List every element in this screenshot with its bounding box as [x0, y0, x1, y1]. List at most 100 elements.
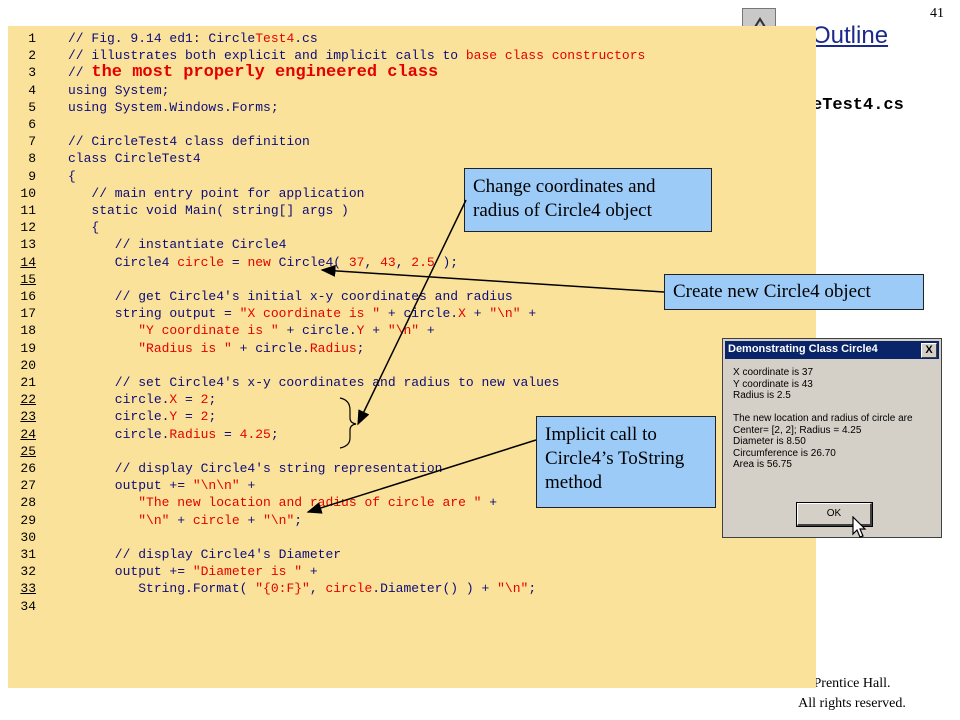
- line-number: 31: [20, 547, 36, 562]
- line-number: 32: [20, 564, 36, 580]
- arrow-to-output-string: [306, 439, 537, 514]
- code-line: 11 static void Main( string[] args ): [8, 202, 816, 219]
- code-line: 30: [8, 529, 816, 546]
- line-number: 23: [20, 409, 36, 425]
- line-number: 29: [20, 512, 36, 528]
- code-line: 29 "\n" + circle + "\n";: [8, 512, 816, 529]
- code-line: 33 String.Format( "{0:F}", circle.Diamet…: [8, 580, 816, 597]
- line-number: 10: [20, 185, 36, 201]
- code-text: output += "\n\n" +: [68, 478, 256, 494]
- code-text: circle.X = 2;: [68, 392, 217, 408]
- mouse-cursor-icon: [852, 516, 867, 538]
- code-text: // Fig. 9.14 ed1: CircleTest4.cs: [68, 31, 318, 46]
- code-text: // instantiate Circle4: [68, 237, 287, 253]
- code-line: 22 circle.X = 2;: [8, 391, 816, 408]
- line-number: 21: [20, 375, 36, 390]
- outline-link[interactable]: Outline: [812, 22, 889, 49]
- dialog-message-line: Y coordinate is 43: [733, 378, 813, 390]
- line-number: 2: [28, 48, 36, 64]
- line-number: 24: [20, 426, 36, 442]
- line-number: 11: [20, 203, 36, 218]
- line-number: 17: [20, 306, 36, 322]
- code-text: String.Format( "{0:F}", circle.Diameter(…: [68, 581, 537, 597]
- code-line: 2 // illustrates both explicit and implic…: [8, 47, 816, 64]
- dialog-message-line: Diameter is 8.50: [733, 436, 806, 447]
- copyright-line-1: Prentice Hall.: [813, 676, 891, 691]
- code-text: using System;: [68, 82, 170, 98]
- close-icon[interactable]: X: [921, 343, 937, 358]
- line-number: 26: [20, 461, 36, 476]
- code-line: 17 string output = "X coordinate is " + …: [8, 305, 816, 322]
- code-text: // get Circle4's initial x-y coordinates…: [68, 289, 513, 304]
- code-text: {: [68, 220, 100, 236]
- line-number: 27: [20, 478, 36, 494]
- line-number: 15: [20, 271, 36, 287]
- code-text: using System.Windows.Forms;: [68, 99, 279, 115]
- dialog-message-line: The new location and radius of circle ar…: [733, 413, 913, 424]
- code-text: // display Circle4's string representati…: [68, 461, 443, 476]
- code-line: 1 // Fig. 9.14 ed1: CircleTest4.cs: [8, 30, 816, 47]
- code-line: 6: [8, 116, 816, 133]
- code-text: circle.Radius = 4.25;: [68, 426, 279, 442]
- line-number: 28: [20, 495, 36, 511]
- line-number: 1: [28, 31, 36, 46]
- code-line: 26 // display Circle4's string represent…: [8, 460, 816, 477]
- line-number: 22: [20, 392, 36, 408]
- slide-number: 41: [930, 6, 944, 21]
- line-number: 5: [28, 99, 36, 115]
- line-number: 9: [28, 168, 36, 184]
- line-number: 16: [20, 289, 36, 304]
- bracket-brace: [339, 397, 357, 449]
- copyright-notice: Prentice Hall. All rights reserved.: [752, 674, 952, 714]
- line-number: 25: [20, 443, 36, 459]
- code-line: 20: [8, 357, 816, 374]
- arrow-to-set-coordinates: [357, 199, 467, 426]
- callout-implicit-tostring: Implicit call to Circle4’s ToString meth…: [536, 416, 716, 508]
- line-number: 34: [20, 598, 36, 614]
- dialog-title: Demonstrating Class Circle4: [728, 343, 878, 355]
- dialog-message-line: Center= [2, 2]; Radius = 4.25: [733, 424, 862, 436]
- line-number: 13: [20, 237, 36, 253]
- code-line: 21 // set Circle4's x-y coordinates and …: [8, 374, 816, 391]
- line-number: 30: [20, 529, 36, 545]
- code-line: 10 // main entry point for application: [8, 185, 816, 202]
- code-text: "Y coordinate is " + circle.Y + "\n" +: [138, 323, 435, 339]
- code-line: 27 output += "\n\n" +: [8, 477, 816, 494]
- code-listing: 1 // Fig. 9.14 ed1: CircleTest4.cs 2 // ill…: [8, 26, 816, 688]
- dialog-message-line: Circumference is 26.70: [733, 447, 836, 459]
- code-line: 18 "Y coordinate is " + circle.Y + "\n" …: [8, 322, 816, 339]
- code-text: string output = "X coordinate is " + cir…: [68, 306, 537, 322]
- code-line: 9{: [8, 168, 816, 185]
- code-text: "\n" + circle + "\n";: [138, 512, 303, 528]
- line-number: 8: [28, 151, 36, 167]
- code-line: 19 "Radius is " + circle.Radius;: [8, 340, 816, 357]
- line-number: 3: [28, 65, 36, 81]
- copyright-line-2: All rights reserved.: [798, 696, 906, 711]
- dialog-message-line: Area is 56.75: [733, 459, 792, 470]
- code-text: "Radius is " + circle.Radius;: [138, 340, 365, 356]
- code-line: 13 // instantiate Circle4: [8, 236, 816, 253]
- code-text: static void Main( string[] args ): [68, 203, 349, 218]
- code-line: 7// CircleTest4 class definition: [8, 133, 816, 150]
- code-line: 3 // the most properly engineered class: [8, 64, 816, 81]
- dialog-title-bar[interactable]: Demonstrating Class Circle4 X: [725, 341, 939, 359]
- code-line: 12 {: [8, 219, 816, 236]
- code-text: {: [68, 168, 76, 184]
- line-number: 14: [20, 254, 36, 270]
- arrow-to-new-circle: [320, 264, 665, 293]
- line-number: 12: [20, 220, 36, 236]
- code-line: 34: [8, 598, 816, 615]
- code-text: // CircleTest4 class definition: [68, 134, 310, 150]
- code-line: 32 output += "Diameter is " +: [8, 563, 816, 580]
- code-text: // main entry point for application: [68, 185, 365, 201]
- code-line: 24 circle.Radius = 4.25;: [8, 426, 816, 443]
- code-text: // illustrates both explicit and implici…: [68, 48, 646, 64]
- code-line: 31 // display Circle4's Diameter: [8, 546, 816, 563]
- line-number: 20: [20, 357, 36, 373]
- code-text: // the most properly engineered class: [68, 63, 439, 83]
- callout-create-object: Create new Circle4 object: [664, 274, 924, 310]
- code-line: 16 // get Circle4's initial x-y coordina…: [8, 288, 816, 305]
- code-line: 23 circle.Y = 2;: [8, 408, 816, 425]
